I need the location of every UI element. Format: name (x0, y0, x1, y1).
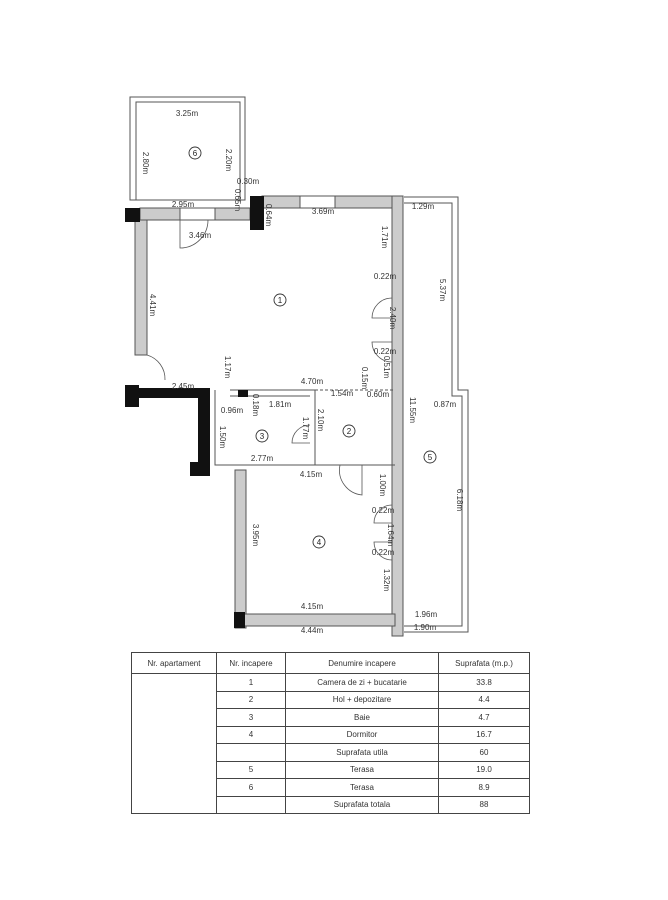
room-number: 3 (260, 432, 265, 441)
doors (146, 219, 393, 561)
area-cell: 4.7 (438, 708, 530, 727)
dimension-label: 1.29m (412, 202, 435, 211)
room-name-cell: Terasa (285, 778, 439, 797)
dimension-label: 0.30m (237, 177, 260, 186)
room-area-table: Nr. apartament Nr. incapere Denumire inc… (131, 652, 530, 814)
header-area: Suprafata (m.p.) (438, 652, 530, 674)
dimension-label: 2.40m (388, 307, 397, 330)
dimension-label: 0.51m (382, 356, 391, 379)
dimension-label: 1.64m (386, 524, 395, 547)
area-cell: 60 (438, 743, 530, 762)
dimension-label: 0.64m (264, 204, 273, 227)
dimension-label: 0.18m (251, 394, 260, 417)
area-cell: 16.7 (438, 725, 530, 744)
room-number: 2 (347, 427, 352, 436)
dimension-label: 2.80m (141, 152, 150, 175)
room-number: 4 (317, 538, 322, 547)
dimension-label: 1.17m (223, 356, 232, 379)
dimension-label: 1.00m (378, 474, 387, 497)
dimension-label: 0.96m (221, 406, 244, 415)
room-marker: 3 (255, 429, 269, 443)
room-name-cell: Hol + depozitare (285, 690, 439, 709)
area-cell: 8.9 (438, 778, 530, 797)
dimension-label: 0.15m (360, 367, 369, 390)
dimension-label: 1.50m (218, 426, 227, 449)
room-number-cell: 3 (216, 708, 286, 727)
dimension-label: 1.32m (382, 569, 391, 592)
area-cell: 4.4 (438, 690, 530, 709)
room-number-cell: 2 (216, 690, 286, 709)
dimension-label: 0.60m (367, 390, 390, 399)
room-number-cell: 4 (216, 725, 286, 744)
dimension-label: 4.44m (301, 626, 324, 635)
structural-columns (125, 196, 264, 628)
room-marker: 4 (312, 535, 326, 549)
room-number: 6 (193, 149, 198, 158)
area-cell: 88 (438, 795, 530, 814)
dimension-label: 3.25m (176, 109, 199, 118)
room-marker: 5 (423, 450, 437, 464)
dimension-label: 3.69m (312, 207, 335, 216)
dimension-label: 3.46m (189, 231, 212, 240)
dimension-label: 4.41m (148, 294, 157, 317)
dimension-label: 11.55m (408, 397, 417, 423)
room-name-cell: Dormitor (285, 725, 439, 744)
dimension-label: 1.81m (269, 400, 292, 409)
dimension-label: 4.15m (300, 470, 323, 479)
room-name-cell: Baie (285, 708, 439, 727)
room-number-cell: 1 (216, 673, 286, 692)
area-cell: 33.8 (438, 673, 530, 692)
dimension-label: 2.77m (251, 454, 274, 463)
dimension-label: 0.22m (374, 347, 397, 356)
dimension-label: 1.71m (380, 226, 389, 249)
header-room-name: Denumire incapere (285, 652, 439, 674)
dimension-label: 4.15m (301, 602, 324, 611)
dimension-label: 1.54m (331, 389, 354, 398)
room-name-cell: Suprafata utila (285, 743, 439, 762)
dimension-label: 1.77m (301, 417, 310, 440)
room-marker: 2 (342, 424, 356, 438)
dimension-label: 0.87m (434, 400, 457, 409)
room-number-cell: 5 (216, 760, 286, 779)
apartment-cell (131, 673, 217, 814)
header-apartment: Nr. apartament (131, 652, 217, 674)
room-number-cell (216, 795, 286, 814)
room-name-cell: Terasa (285, 760, 439, 779)
dimension-label: 2.45m (172, 382, 195, 391)
room-name-cell: Suprafata totala (285, 795, 439, 814)
room-marker: 6 (188, 146, 202, 160)
dimension-label: 0.22m (372, 548, 395, 557)
floor-plan: 1 2 3 4 5 6 3.25m 2.80m 2.20m 0.65m 0.30m 2.95m 0.6… (125, 96, 469, 637)
room-name-cell: Camera de zi + bucatarie (285, 673, 439, 692)
room-number: 5 (428, 453, 433, 462)
dimension-label: 2.10m (316, 409, 325, 432)
room-number-cell: 6 (216, 778, 286, 797)
dimension-label: 5.37m (438, 279, 447, 302)
dimension-label: 2.95m (172, 200, 195, 209)
room-marker: 1 (273, 293, 287, 307)
dimension-label: 4.70m (301, 377, 324, 386)
area-cell: 19.0 (438, 760, 530, 779)
dimension-label: 2.20m (224, 149, 233, 172)
dimension-label: 0.22m (372, 506, 395, 515)
walls (129, 96, 469, 637)
dimension-label: 3.95m (251, 524, 260, 547)
dimension-label: 0.22m (374, 272, 397, 281)
room-number: 1 (278, 296, 283, 305)
header-room-number: Nr. incapere (216, 652, 286, 674)
dimension-label: 0.65m (233, 189, 242, 212)
dimension-label: 1.96m (415, 610, 438, 619)
room-number-cell (216, 743, 286, 762)
dimension-label: 6.18m (455, 489, 464, 512)
dimension-label: 1.90m (414, 623, 437, 632)
